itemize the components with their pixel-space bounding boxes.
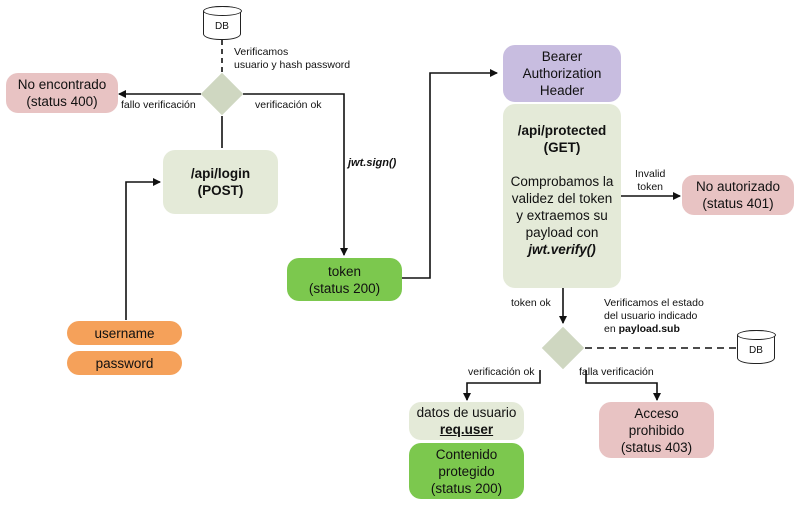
database-icon-bottom: DB [736, 329, 776, 364]
token-box: token(status 200) [287, 258, 402, 301]
arrow-credentials [125, 178, 161, 320]
not-found-box: No encontrado(status 400) [6, 73, 118, 113]
label-fail-verification: fallo verificación [121, 99, 196, 111]
protected-endpoint-box: /api/protected (GET) Comprobamos la vali… [503, 104, 621, 288]
token-ok-label: token ok [511, 297, 551, 309]
label-fail-verification-2: falla verificación [579, 366, 654, 378]
jwt-sign-label: jwt.sign() [348, 157, 397, 169]
login-endpoint-box: /api/login(POST) [163, 150, 278, 214]
arrow-token [243, 93, 348, 256]
arrow-bearer [402, 69, 498, 279]
username-field: username [67, 321, 182, 345]
label-verification-ok: verificación ok [255, 99, 322, 111]
unauthorized-box: No autorizado(status 401) [682, 175, 794, 215]
arrow-forbidden [585, 370, 661, 401]
arrow-user-data [463, 370, 541, 401]
label-verification-ok-2: verificación ok [468, 366, 535, 378]
user-state-note: Verificamos el estado del usuario indica… [604, 297, 704, 335]
password-field: password [67, 351, 182, 375]
database-icon-top: DB [202, 5, 242, 40]
